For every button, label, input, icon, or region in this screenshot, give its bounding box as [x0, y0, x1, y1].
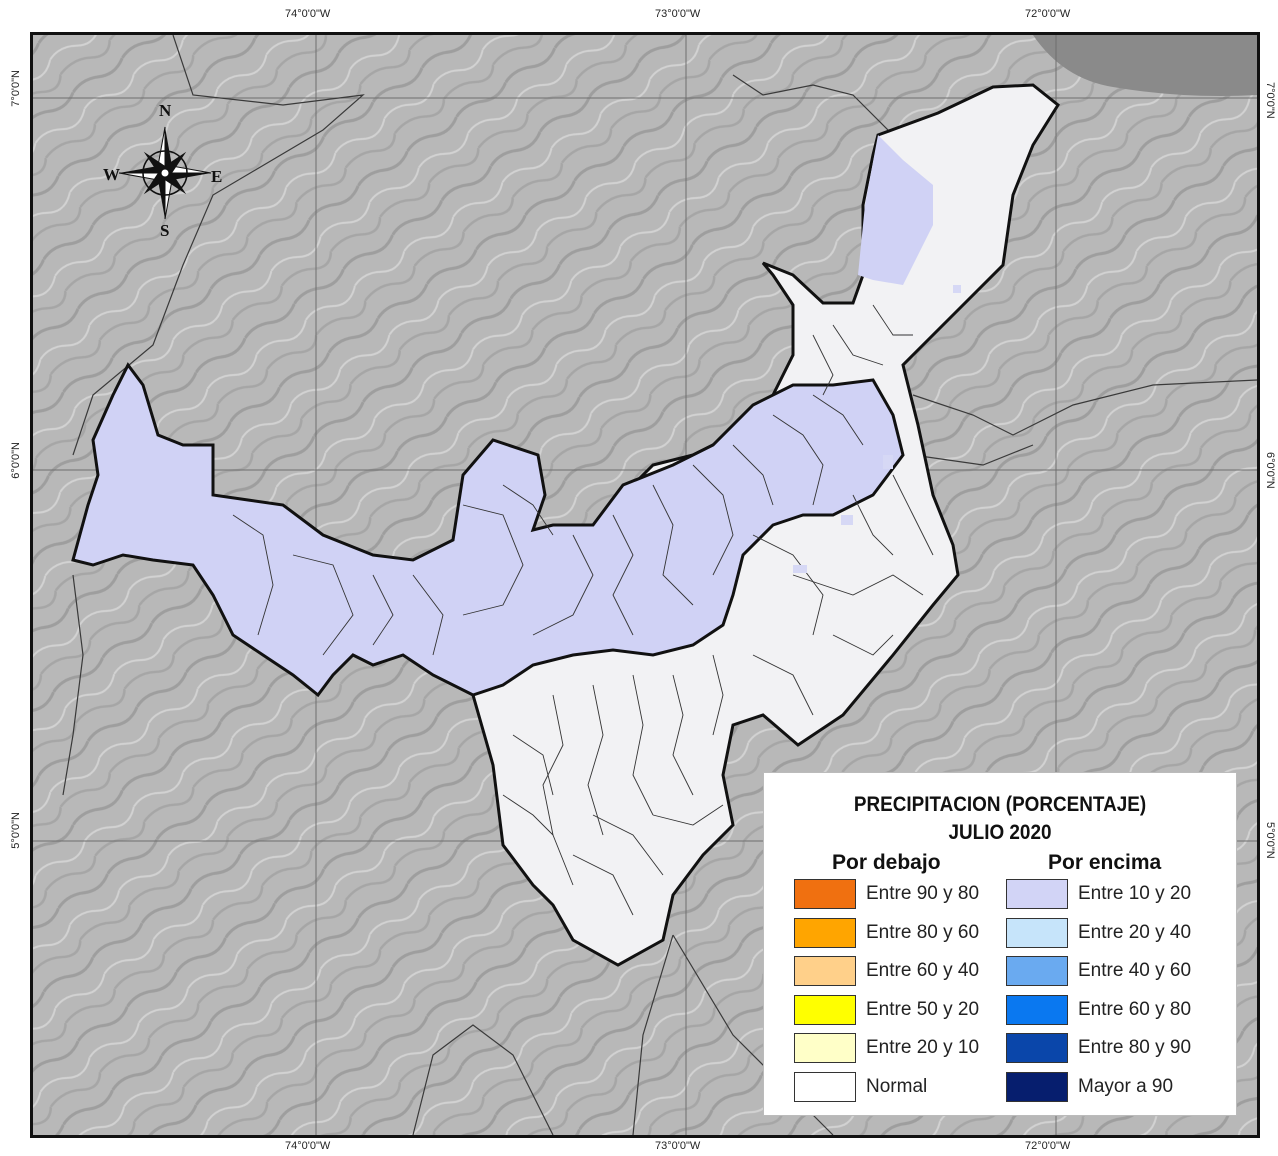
legend-above-label: Entre 80 y 90: [1078, 1037, 1192, 1058]
legend-below-label: Entre 90 y 80: [866, 883, 980, 904]
legend-subtitle: JULIO 2020: [948, 821, 1052, 844]
legend-below-label: Entre 80 y 60: [866, 921, 980, 943]
legend-above-label: Mayor a 90: [1078, 1075, 1174, 1097]
legend-below-swatch: [794, 994, 856, 1025]
compass-n: N: [159, 101, 172, 120]
lat-label-right-6: 6°0'0"N: [1264, 452, 1276, 489]
lake-area: [1033, 35, 1257, 96]
lon-label-top-74: 74°0'0"W: [285, 8, 331, 20]
lat-label-left-5: 5°0'0"N: [10, 812, 22, 849]
legend-above-swatch: [1006, 879, 1068, 909]
compass-icon: [118, 126, 212, 220]
department-above-10-20-north: [858, 135, 933, 285]
municipal-boundaries: [232, 304, 934, 916]
legend-above-swatch: [1006, 956, 1068, 986]
map-legend: PRECIPITACION (PORCENTAJE) JULIO 2020 Po…: [763, 772, 1237, 1116]
legend-below-swatch: [794, 917, 856, 948]
legend-above-label: Entre 60 y 80: [1078, 998, 1192, 1020]
lon-label-top-73: 73°0'0"W: [655, 8, 701, 20]
lat-label-left-7: 7°0'0"N: [10, 70, 22, 107]
map-canvas[interactable]: [33, 35, 1257, 1135]
map-frame: N S W E: [30, 32, 1260, 1138]
legend-below-label: Entre 50 y 20: [866, 998, 980, 1020]
compass-e: E: [211, 167, 223, 186]
lon-label-bottom-72: 72°0'0"W: [1025, 1140, 1071, 1152]
legend-below-label: Entre 20 y 10: [866, 1037, 980, 1058]
legend-below-heading: Por debajo: [832, 851, 941, 874]
department-above-10-20-area: [71, 362, 905, 698]
lon-label-top-72: 72°0'0"W: [1025, 8, 1071, 20]
legend-above-swatch: [1006, 917, 1068, 948]
lon-label-bottom-74: 74°0'0"W: [285, 1140, 331, 1152]
legend-below-label: Entre 60 y 40: [866, 960, 980, 981]
compass-s: S: [160, 221, 170, 240]
legend-above-swatch: [1006, 1033, 1068, 1063]
legend-above-label: Entre 40 y 60: [1078, 960, 1192, 981]
legend-above-label: Entre 10 y 20: [1078, 883, 1192, 904]
lon-label-bottom-73: 73°0'0"W: [655, 1140, 701, 1152]
legend-above-label: Entre 20 y 40: [1078, 921, 1192, 943]
lat-label-right-5: 5°0'0"N: [1264, 822, 1276, 859]
legend-below-label: Normal: [866, 1075, 928, 1097]
compass-w: W: [103, 165, 120, 184]
lat-label-right-7: 7°0'0"N: [1264, 82, 1276, 119]
lat-label-left-6: 6°0'0"N: [10, 442, 22, 479]
legend-below-swatch: [794, 956, 856, 986]
legend-above-heading: Por encima: [1048, 851, 1162, 874]
legend-above-swatch: [1006, 1071, 1068, 1102]
legend-title: PRECIPITACION (PORCENTAJE): [853, 793, 1147, 816]
above-patches: [793, 285, 961, 573]
legend-above-swatch: [1006, 994, 1068, 1025]
legend-below-swatch: [794, 879, 856, 909]
legend-below-swatch: [794, 1071, 856, 1102]
compass-rose: N S W E: [95, 101, 235, 241]
legend-below-swatch: [794, 1033, 856, 1063]
